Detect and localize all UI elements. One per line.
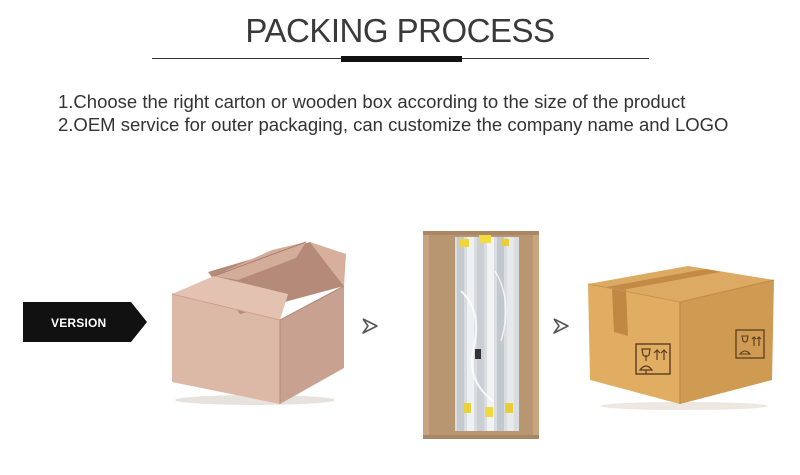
process-notes: 1.Choose the right carton or wooden box … [58, 90, 778, 136]
umbrella-icon [638, 365, 654, 374]
chevron-right-icon [362, 318, 378, 334]
version-badge: VERSION [23, 302, 151, 347]
wrapped-tubes [455, 235, 519, 431]
wine-glass-icon [641, 348, 651, 361]
side-handling-symbols [735, 329, 765, 359]
front-handling-symbols [635, 343, 671, 375]
version-badge-shape [23, 302, 147, 342]
page-title: PACKING PROCESS [245, 12, 555, 49]
note-line-2: 2.OEM service for outer packaging, can c… [58, 114, 729, 135]
note-line-1: 1.Choose the right carton or wooden box … [58, 91, 686, 112]
chevron-right-icon [553, 318, 569, 334]
empty-carton-image [171, 241, 346, 405]
up-arrows-icon [653, 349, 668, 360]
packed-box-image [423, 231, 539, 439]
sealed-carton-image [587, 266, 775, 410]
version-label: VERSION [51, 316, 107, 330]
title-underline-accent [341, 56, 462, 62]
